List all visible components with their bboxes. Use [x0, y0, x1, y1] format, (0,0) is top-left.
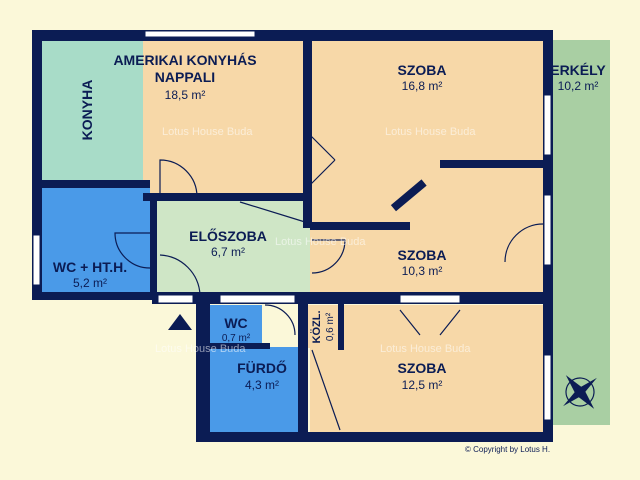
- area-kozl: 0,6 m²: [325, 312, 336, 341]
- door-wc-ht: [114, 232, 151, 269]
- room-szoba3-fill: [310, 305, 545, 432]
- watermark-4: Lotus House Buda: [155, 343, 246, 355]
- area-szoba3: 12,5 m²: [402, 378, 443, 392]
- room-furdo-fill: [210, 347, 305, 432]
- room-nappali-fill: [143, 40, 308, 200]
- window-hall-bottom-2: [219, 294, 296, 304]
- wall-wc-ht-right: [150, 195, 157, 295]
- label-wc-ht: WC + HT.H.: [53, 259, 127, 275]
- label-nappali-line1: AMERIKAI KONYHÁS: [113, 52, 256, 68]
- label-nappali-line2: NAPPALI: [155, 69, 215, 85]
- label-furdo: FÜRDŐ: [237, 359, 287, 376]
- window-top-nappali: [144, 30, 256, 38]
- wall-kitchen-bottom: [40, 180, 150, 188]
- area-wc-ht: 5,2 m²: [73, 276, 107, 290]
- area-szoba2: 10,3 m²: [402, 264, 443, 278]
- label-wc: WC: [224, 315, 247, 331]
- wall-wc-right: [298, 300, 308, 435]
- label-erkely: ERKÉLY: [550, 62, 606, 78]
- watermark-1: Lotus House Buda: [162, 126, 253, 138]
- entrance-arrow-icon: [168, 314, 192, 330]
- label-konyha: KONYHA: [79, 80, 95, 141]
- door-szoba2-right: [504, 223, 544, 263]
- kozl-diagonal: [311, 349, 341, 431]
- wall-left: [32, 30, 42, 300]
- wall-bottom-left: [32, 292, 152, 300]
- door-szoba3: [399, 309, 461, 336]
- window-szoba3-right: [543, 354, 552, 421]
- label-eloszoba: ELŐSZOBA: [189, 227, 267, 244]
- wall-szoba-divider-right: [440, 160, 545, 168]
- area-eloszoba: 6,7 m²: [211, 245, 245, 259]
- window-szoba2-bottom: [399, 294, 461, 304]
- label-szoba2: SZOBA: [398, 247, 447, 263]
- wall-nappali-bottom: [143, 193, 311, 201]
- wall-kozl-right: [338, 300, 344, 350]
- door-szoba2-left: [311, 239, 346, 274]
- wall-entrance-stub: [196, 292, 210, 442]
- wall-szoba-divider-diag: [390, 179, 427, 212]
- area-wc: 0,7 m²: [222, 333, 251, 344]
- wall-nappali-szoba: [303, 40, 312, 228]
- door-wc: [264, 304, 296, 336]
- label-szoba3: SZOBA: [398, 360, 447, 376]
- watermark-2: Lotus House Buda: [385, 126, 476, 138]
- window-szoba2-right: [543, 194, 552, 266]
- watermark-5: Lotus House Buda: [380, 343, 471, 355]
- room-erkely-fill: [550, 40, 610, 425]
- area-szoba1: 16,8 m²: [402, 79, 443, 93]
- label-szoba1: SZOBA: [398, 62, 447, 78]
- compass-icon: [563, 375, 597, 409]
- label-kozl: KÖZL.: [310, 311, 323, 344]
- area-nappali: 18,5 m²: [165, 88, 206, 102]
- room-wc-ht-fill: [40, 186, 150, 293]
- window-hall-bottom: [157, 294, 194, 304]
- room-wc-fill: [210, 305, 262, 347]
- area-erkely: 10,2 m²: [558, 79, 599, 93]
- door-nappali: [159, 159, 198, 198]
- wall-wc-bottom: [210, 343, 270, 349]
- door-eloszoba-top: [239, 201, 306, 223]
- window-wc-ht: [32, 234, 41, 286]
- window-szoba1-right: [543, 94, 552, 156]
- wall-szoba-divider: [310, 222, 410, 230]
- watermark-3: Lotus House Buda: [275, 236, 366, 248]
- wall-bottom: [196, 432, 553, 442]
- wall-top: [32, 30, 552, 41]
- room-konyha-fill: [40, 40, 143, 180]
- area-furdo: 4,3 m²: [245, 378, 279, 392]
- copyright-text: © Copyright by Lotus H.: [465, 445, 550, 454]
- door-entrance: [159, 254, 201, 296]
- door-szoba1: [309, 134, 336, 186]
